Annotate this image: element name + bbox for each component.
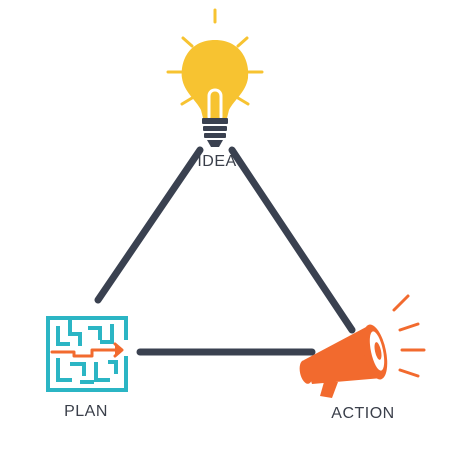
megaphone-icon xyxy=(299,294,426,398)
lightbulb-icon xyxy=(166,8,264,147)
maze-path xyxy=(50,342,124,358)
action-label: ACTION xyxy=(331,405,394,422)
cycle-triangle xyxy=(94,146,356,356)
maze-icon xyxy=(46,316,128,392)
edge-idea-action xyxy=(228,146,356,334)
idea-label: IDEA xyxy=(197,153,236,170)
edge-idea-plan xyxy=(94,146,204,304)
plan-label: PLAN xyxy=(64,403,108,420)
